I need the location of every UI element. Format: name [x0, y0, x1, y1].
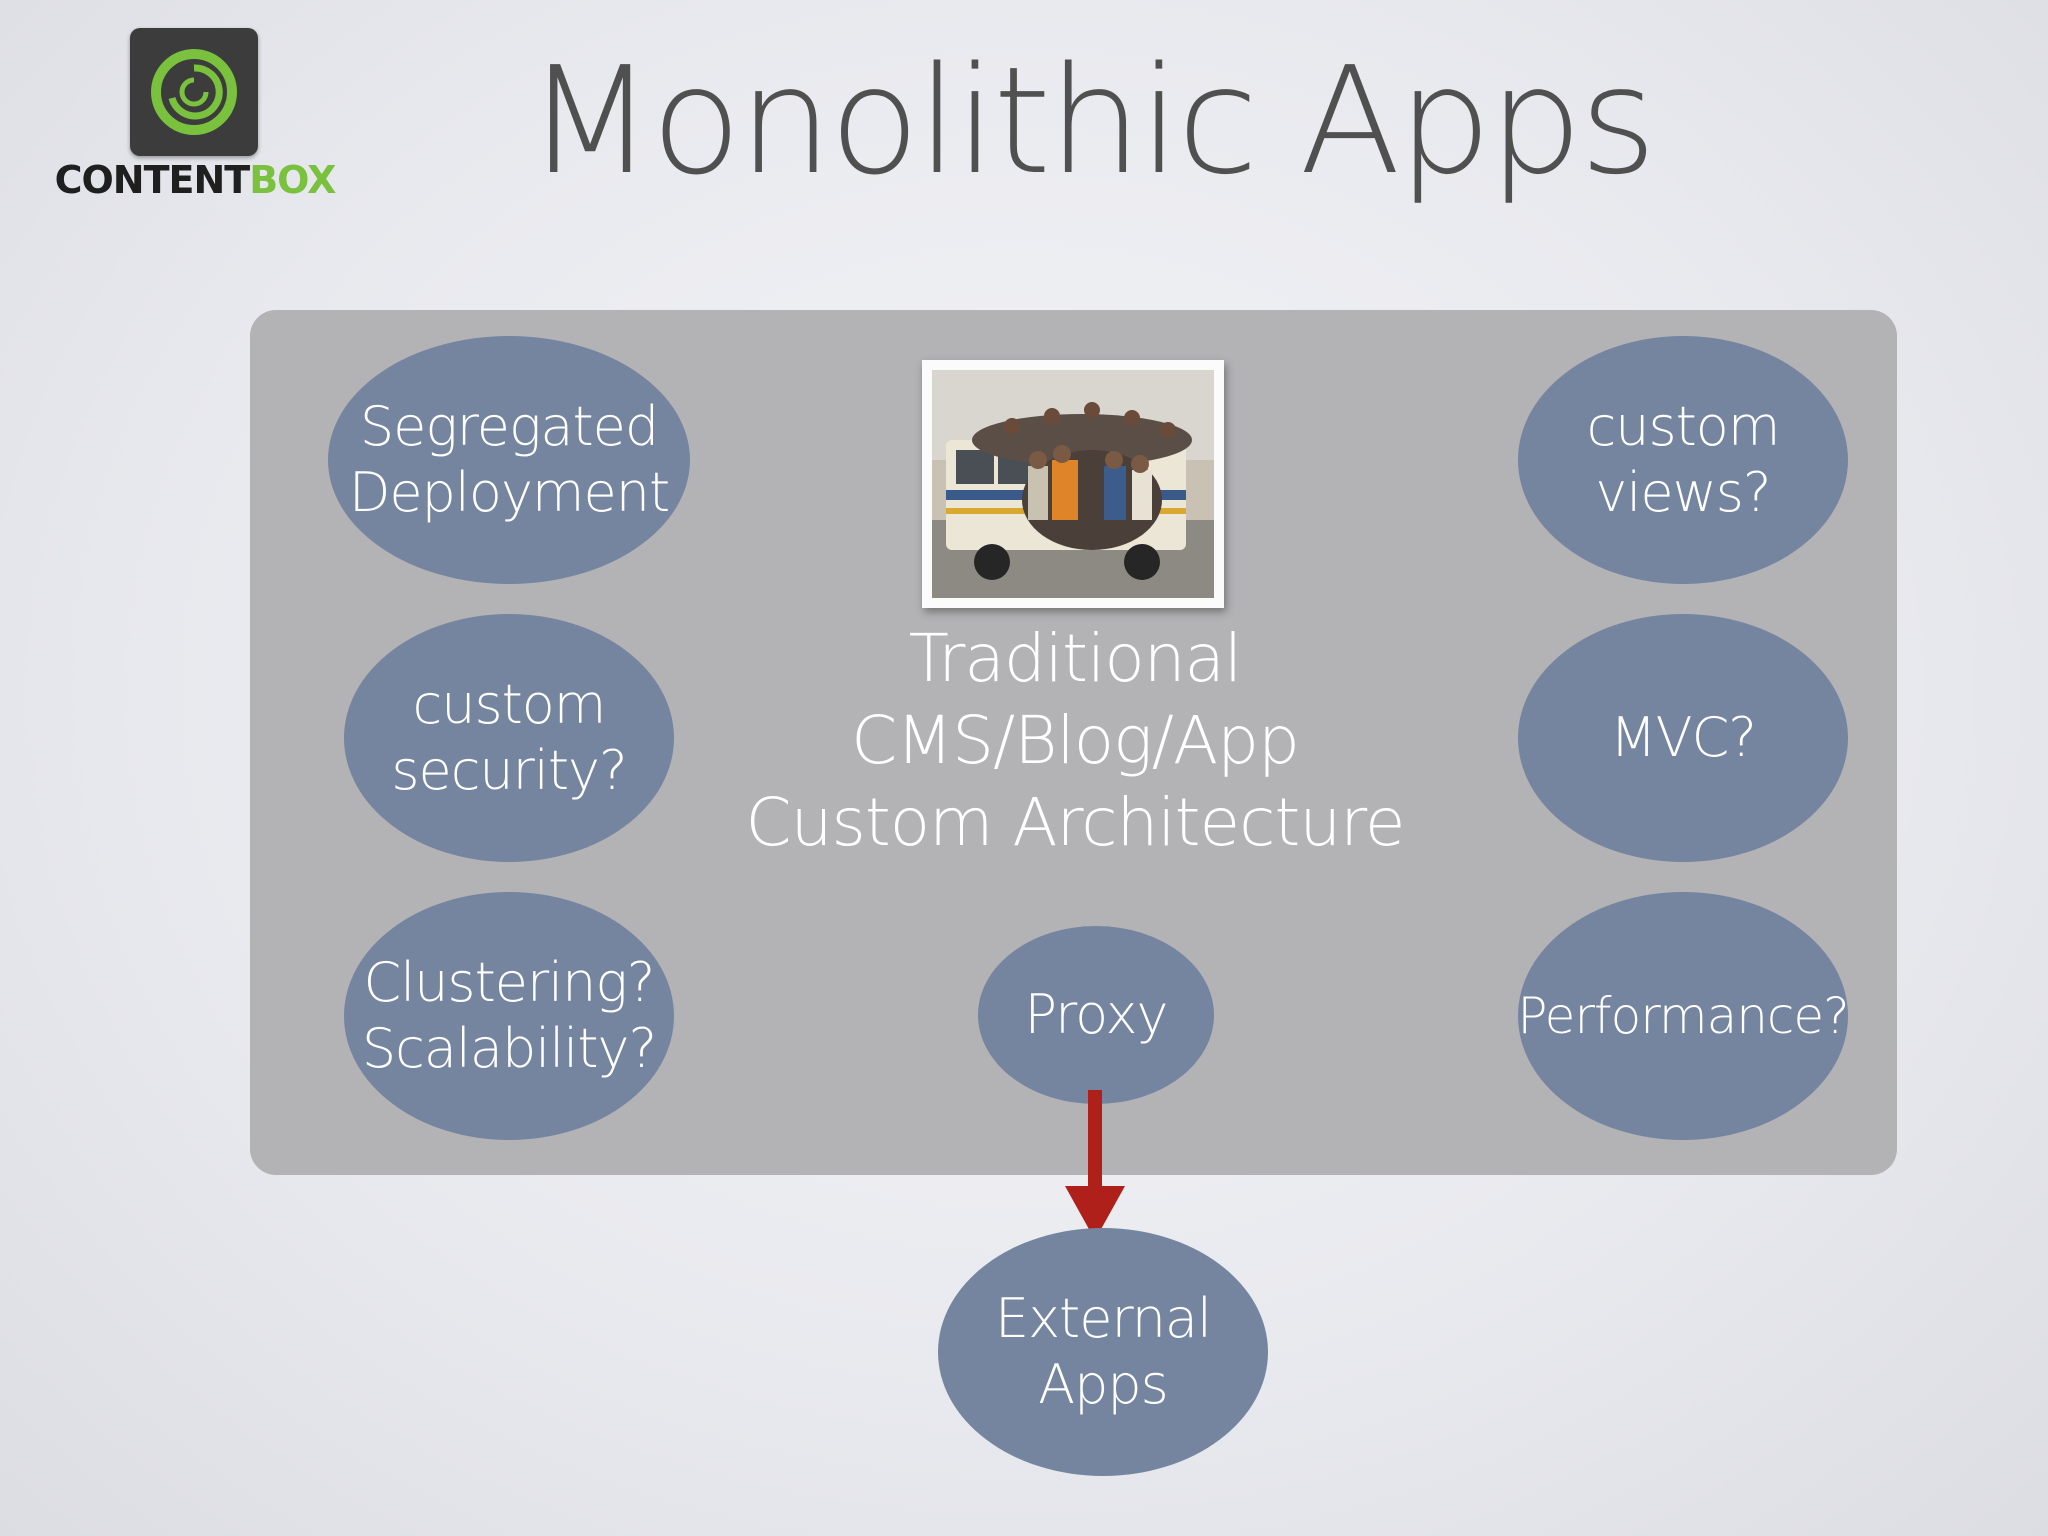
center-line-2: CMS/Blog/App	[851, 702, 1300, 779]
node-security-line1: custom	[412, 673, 607, 737]
center-architecture-label: Traditional CMS/Blog/App Custom Architec…	[700, 618, 1450, 864]
bus-image	[932, 370, 1214, 598]
node-segregated-line2: Deployment	[348, 461, 670, 524]
node-views-line1: custom	[1586, 395, 1781, 459]
node-external-line1: External	[994, 1287, 1212, 1351]
node-performance: Performance?	[1517, 892, 1850, 1140]
node-segregated-deployment: Segregated Deployment	[328, 336, 690, 584]
node-proxy-line1: Proxy	[1024, 983, 1169, 1047]
node-views-line2: views?	[1595, 461, 1771, 524]
node-security-line2: security?	[391, 739, 627, 802]
logo-text-content: CONTENT	[54, 158, 251, 202]
proxy-to-external-arrow	[1065, 1090, 1125, 1240]
center-line-1: Traditional	[908, 620, 1243, 697]
node-external-apps: External Apps	[938, 1228, 1268, 1476]
node-clustering-scalability: Clustering? Scalability?	[344, 892, 674, 1140]
logo-text-box: BOX	[249, 158, 336, 202]
node-clustering-line2: Scalability?	[361, 1017, 657, 1080]
node-segregated-line1: Segregated	[359, 395, 659, 459]
node-external-line2: Apps	[1038, 1353, 1169, 1416]
center-line-3: Custom Architecture	[745, 784, 1406, 861]
node-mvc-line1: MVC?	[1610, 706, 1757, 770]
node-performance-line1: Performance?	[1517, 986, 1849, 1045]
logo-wordmark: CONTENTBOX	[40, 158, 350, 202]
contentbox-logo: CONTENTBOX	[40, 28, 350, 208]
contentbox-logo-icon	[130, 28, 258, 156]
node-custom-security: custom security?	[344, 614, 674, 862]
node-custom-views: custom views?	[1518, 336, 1848, 584]
crowded-bus-photo	[922, 360, 1224, 608]
slide-title: Monolithic Apps	[526, 35, 1656, 207]
node-mvc: MVC?	[1518, 614, 1848, 862]
node-clustering-line1: Clustering?	[363, 951, 656, 1015]
node-proxy: Proxy	[978, 926, 1214, 1104]
